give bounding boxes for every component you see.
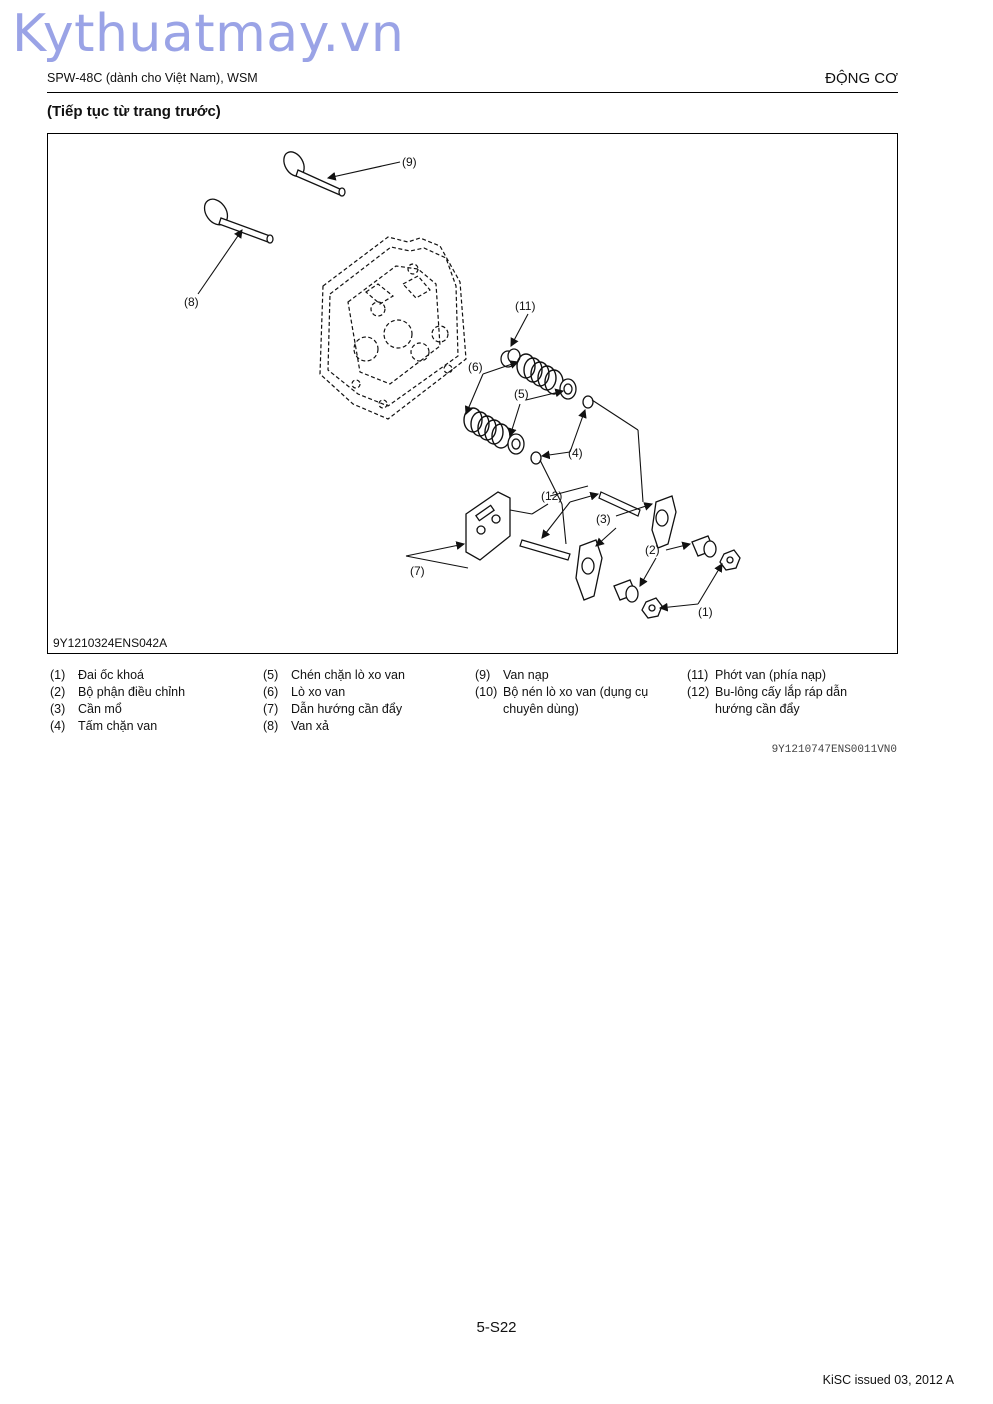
legend-text: Tấm chặn van	[78, 719, 158, 733]
legend-text: Van xả	[291, 719, 329, 733]
legend-column-1: (1) Đai ốc khoá (2) Bộ phận điều chỉnh (3)…	[50, 667, 255, 735]
valve-cap-drawings	[530, 395, 594, 465]
callout-11: (11)	[515, 299, 535, 313]
legend-item: (4) Tấm chặn van	[50, 718, 255, 735]
callout-12: (12)	[541, 489, 562, 503]
legend-item: (12) Bu-lông cấy lắp ráp dẫn hướng cần đẩ…	[687, 684, 877, 718]
legend-item: (9) Van nạp	[475, 667, 675, 684]
legend-num: (5)	[263, 668, 279, 682]
legend-num: (12)	[687, 685, 710, 699]
legend-num: (4)	[50, 719, 66, 733]
legend-text: Dẫn hướng cần đẩy	[291, 702, 403, 716]
legend-text: Van nạp	[503, 668, 549, 682]
legend-item: (7) Dẫn hướng cần đẩy	[263, 701, 468, 718]
page-number: 5-S22	[476, 1319, 517, 1336]
callout-7: (7)	[410, 564, 425, 578]
legend-column-3: (9) Van nạp (10) Bộ nén lò xo van (dụng cụ…	[475, 667, 675, 718]
figure-code: 9Y1210324ENS042A	[53, 636, 168, 650]
callout-6: (6)	[468, 360, 483, 374]
legend-column-4: (11) Phớt van (phía nạp) (12) Bu-lông cấy …	[687, 667, 877, 718]
legend-item: (1) Đai ốc khoá	[50, 667, 255, 684]
callout-1: (1)	[698, 605, 713, 619]
exploded-diagram-figure: (9) (8) (11) (6) (5) (4) (12) (3) (2) (1…	[47, 133, 898, 654]
callout-9: (9)	[402, 155, 417, 169]
legend-text: Bộ phận điều chỉnh	[78, 685, 186, 699]
legend-item: (3) Cần mổ	[50, 701, 255, 718]
legend-text: Lò xo van	[291, 685, 346, 699]
legend-num: (9)	[475, 668, 491, 682]
callout-2: (2)	[645, 543, 660, 557]
legend-text: Bu-lông cấy lắp ráp dẫn hướng cần đẩy	[715, 685, 848, 716]
watermark-logo: Kythuatmay.vn	[12, 4, 405, 64]
legend-num: (10)	[475, 685, 498, 699]
cylinder-head-drawing	[319, 236, 467, 420]
legend-num: (6)	[263, 685, 279, 699]
header-manual-title: SPW-48C (dành cho Việt Nam), WSM	[47, 71, 258, 85]
legend-text: Phớt van (phía nạp)	[715, 668, 827, 682]
leader-lines	[197, 161, 723, 612]
legend-num: (3)	[50, 702, 66, 716]
callout-4: (4)	[568, 446, 583, 460]
rocker-arm-drawings	[575, 495, 677, 601]
legend-item: (2) Bộ phận điều chỉnh	[50, 684, 255, 701]
header-rule	[47, 92, 898, 93]
exploded-diagram: (9) (8) (11) (6) (5) (4) (12) (3) (2) (1…	[184, 151, 741, 619]
intake-valve-drawing	[283, 151, 346, 197]
legend-item: (6) Lò xo van	[263, 684, 468, 701]
legend-num: (2)	[50, 685, 66, 699]
push-rod-guide-drawing	[465, 491, 511, 561]
section-title: (Tiếp tục từ trang trước)	[47, 103, 221, 120]
legend-num: (11)	[687, 668, 709, 682]
legend-num: (7)	[263, 702, 279, 716]
legend-num: (1)	[50, 668, 66, 682]
adjuster-drawings	[613, 535, 717, 603]
callout-3: (3)	[596, 512, 611, 526]
exhaust-valve-drawing	[203, 198, 274, 244]
legend-column-2: (5) Chén chặn lò xo van (6) Lò xo van (7) D…	[263, 667, 468, 735]
legend-num: (8)	[263, 719, 279, 733]
legend-text: Chén chặn lò xo van	[291, 668, 405, 682]
legend-item: (5) Chén chặn lò xo van	[263, 667, 468, 684]
issue-info: KiSC issued 03, 2012 A	[822, 1373, 954, 1387]
header-chapter: ĐỘNG CƠ	[825, 70, 898, 87]
legend-item: (11) Phớt van (phía nạp)	[687, 667, 877, 684]
callout-5: (5)	[514, 387, 529, 401]
legend-text: Đai ốc khoá	[78, 668, 145, 682]
lock-nut-drawings	[641, 549, 741, 619]
callout-8: (8)	[184, 295, 199, 309]
legend-item: (8) Van xả	[263, 718, 468, 735]
legend-item: (10) Bộ nén lò xo van (dụng cụ chuyên dùn…	[475, 684, 675, 718]
legend-text: Cần mổ	[78, 702, 122, 716]
callout-labels: (9) (8) (11) (6) (5) (4) (12) (3) (2) (1…	[184, 155, 713, 619]
stud-bolt-drawings	[519, 491, 641, 561]
document-code: 9Y1210747ENS0011VN0	[771, 744, 897, 756]
legend-text: Bộ nén lò xo van (dụng cụ chuyên dùng)	[503, 685, 649, 716]
